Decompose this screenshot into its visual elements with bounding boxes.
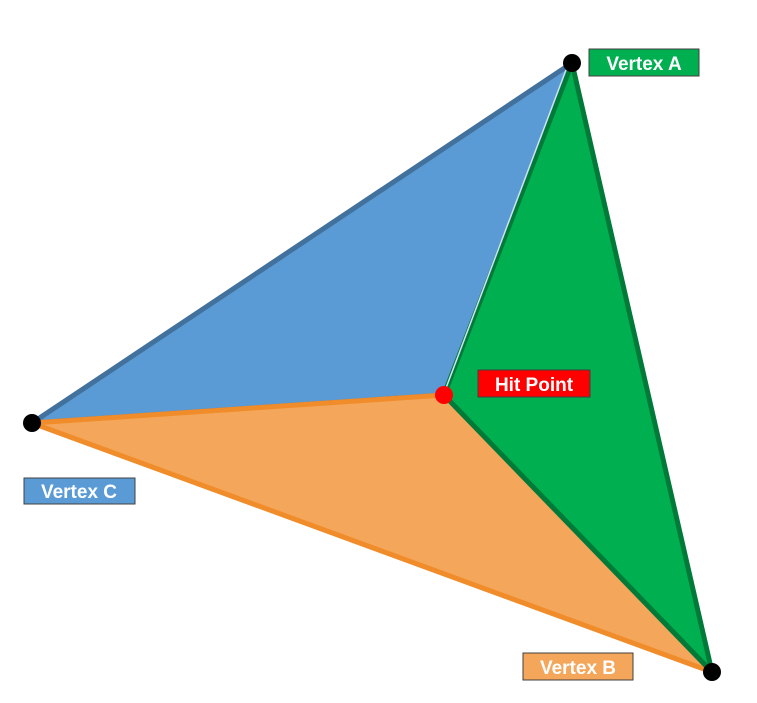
vertex-b-label: Vertex B: [522, 652, 634, 681]
vertex-a-label-text: Vertex A: [606, 54, 682, 75]
green-subtriangle: [441, 60, 715, 675]
vertex-b-label-text: Vertex B: [540, 658, 616, 679]
edge-a-hit-highlight: [445, 69, 567, 389]
vertex-b-marker: [703, 663, 721, 681]
hit-point-label: Hit Point: [477, 369, 591, 398]
vertex-a-marker: [563, 54, 581, 72]
hit-point-label-text: Hit Point: [495, 375, 574, 396]
vertex-c-marker: [23, 414, 41, 432]
hit-point-marker: [435, 386, 453, 404]
vertex-c-label-text: Vertex C: [41, 482, 117, 503]
vertex-c-label: Vertex C: [23, 477, 136, 505]
vertex-a-label: Vertex A: [588, 48, 700, 77]
